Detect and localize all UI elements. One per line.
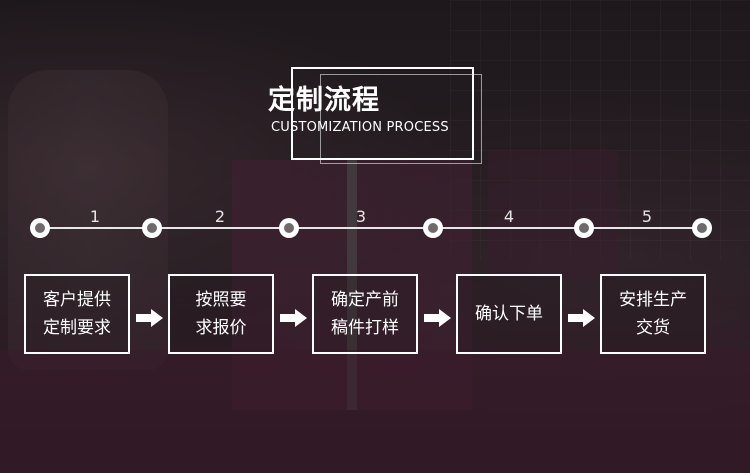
- process-step-box: 安排生产 交货: [600, 274, 706, 354]
- process-step-text: 求报价: [195, 318, 247, 338]
- timeline-dot-icon: [574, 218, 594, 238]
- right-arrow-icon: [136, 309, 163, 327]
- background-gift-box-secondary: [488, 150, 618, 280]
- timeline-dot-icon: [142, 218, 162, 238]
- background-tile-wall: [450, 0, 750, 260]
- right-arrow-icon: [568, 309, 595, 327]
- timeline-dot-icon: [279, 218, 299, 238]
- step-number-2: 2: [214, 207, 226, 226]
- process-step-text: 按照要: [195, 290, 247, 310]
- page-title: 定制流程: [268, 85, 380, 116]
- title-frame-offset: [320, 74, 482, 164]
- process-step-text: 确认下单: [475, 304, 543, 324]
- step-number-3: 3: [355, 207, 367, 226]
- process-step-text: 交货: [636, 318, 670, 338]
- page-subtitle: CUSTOMIZATION PROCESS: [271, 120, 449, 135]
- process-step-text: 定制要求: [43, 318, 111, 338]
- timeline-dot-icon: [692, 218, 712, 238]
- process-step-box: 确认下单: [456, 274, 562, 354]
- timeline-line: [40, 227, 702, 229]
- step-number-4: 4: [503, 207, 515, 226]
- timeline-dot-icon: [423, 218, 443, 238]
- process-step-box: 确定产前 稿件打样: [312, 274, 418, 354]
- title-frame: [291, 67, 474, 160]
- process-step-text: 稿件打样: [331, 318, 399, 338]
- step-number-5: 5: [641, 207, 653, 226]
- background-table-surface: [0, 350, 750, 473]
- process-step-text: 确定产前: [331, 290, 399, 310]
- process-step-text: 客户提供: [43, 290, 111, 310]
- process-step-text: 安排生产: [619, 290, 687, 310]
- right-arrow-icon: [424, 309, 451, 327]
- right-arrow-icon: [280, 309, 307, 327]
- timeline-dot-icon: [30, 218, 50, 238]
- step-number-1: 1: [89, 207, 101, 226]
- process-step-box: 客户提供 定制要求: [24, 274, 130, 354]
- process-step-box: 按照要 求报价: [168, 274, 274, 354]
